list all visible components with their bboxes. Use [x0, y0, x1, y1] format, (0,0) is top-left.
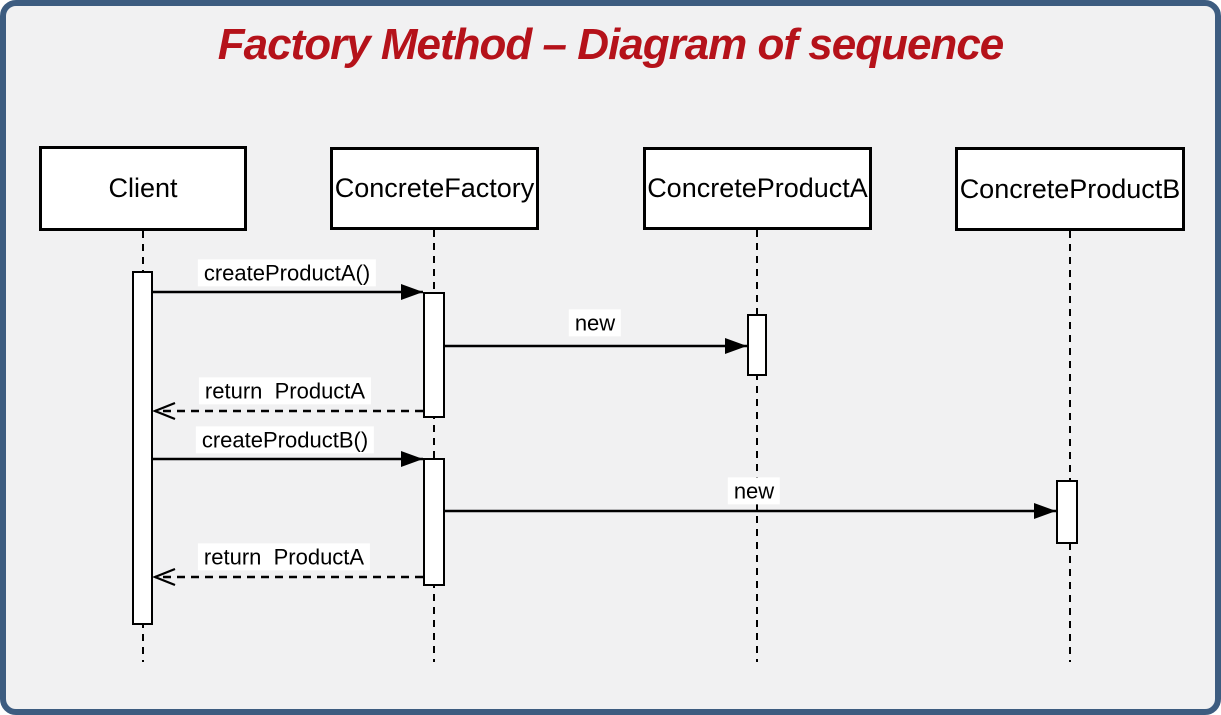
actor-label-concrete-factory: ConcreteFactory — [334, 173, 535, 203]
activation-client — [132, 271, 153, 625]
message-label-return-1: return ProductA — [198, 377, 372, 405]
diagram-title: Factory Method – Diagram of sequence — [217, 20, 1005, 69]
message-label-return-2: return ProductA — [197, 543, 371, 571]
actor-label-client: Client — [108, 173, 178, 203]
activation-product-a — [747, 314, 767, 376]
actor-box-client: Client — [39, 146, 247, 231]
message-label-create-product-b: createProductB() — [195, 426, 375, 454]
actor-label-concrete-product-a: ConcreteProductA — [647, 173, 868, 203]
message-label-new-b: new — [727, 477, 781, 505]
actor-box-concrete-product-a: ConcreteProductA — [643, 147, 872, 230]
activation-product-b — [1056, 480, 1078, 544]
actor-box-concrete-factory: ConcreteFactory — [330, 147, 539, 230]
message-label-new-a: new — [568, 309, 622, 337]
actor-label-concrete-product-b: ConcreteProductB — [959, 173, 1181, 204]
actor-box-concrete-product-b: ConcreteProductB — [955, 147, 1185, 231]
activation-factory-1 — [423, 292, 445, 418]
message-label-create-product-a: createProductA() — [197, 259, 377, 287]
activation-factory-2 — [423, 458, 445, 586]
